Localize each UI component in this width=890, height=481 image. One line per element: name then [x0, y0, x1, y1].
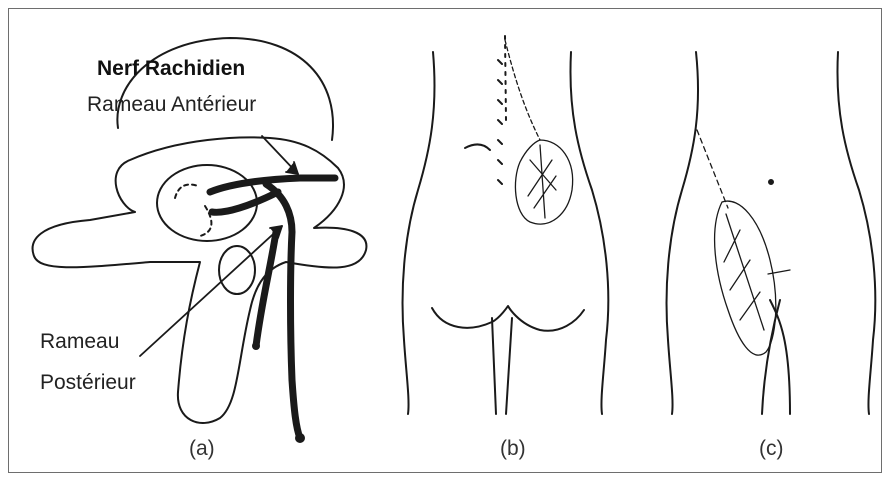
back-outline-c [667, 52, 876, 414]
back-outline-b [403, 36, 609, 414]
dermatome-b-ticks [465, 60, 502, 184]
label-spinal-nerve: Nerf Rachidien [97, 58, 245, 79]
label-posterior-branch-line2: Postérieur [40, 372, 136, 393]
caption-c: (c) [759, 438, 784, 459]
caption-b: (b) [500, 438, 526, 459]
nerve-end-dot [296, 434, 304, 442]
label-anterior-branch: Rameau Antérieur [87, 94, 256, 115]
dermatome-c [697, 130, 790, 355]
dermatome-b [505, 40, 573, 224]
spinal-nerve [210, 178, 335, 438]
label-posterior-branch-line1: Rameau [40, 331, 119, 352]
caption-a: (a) [189, 438, 215, 459]
